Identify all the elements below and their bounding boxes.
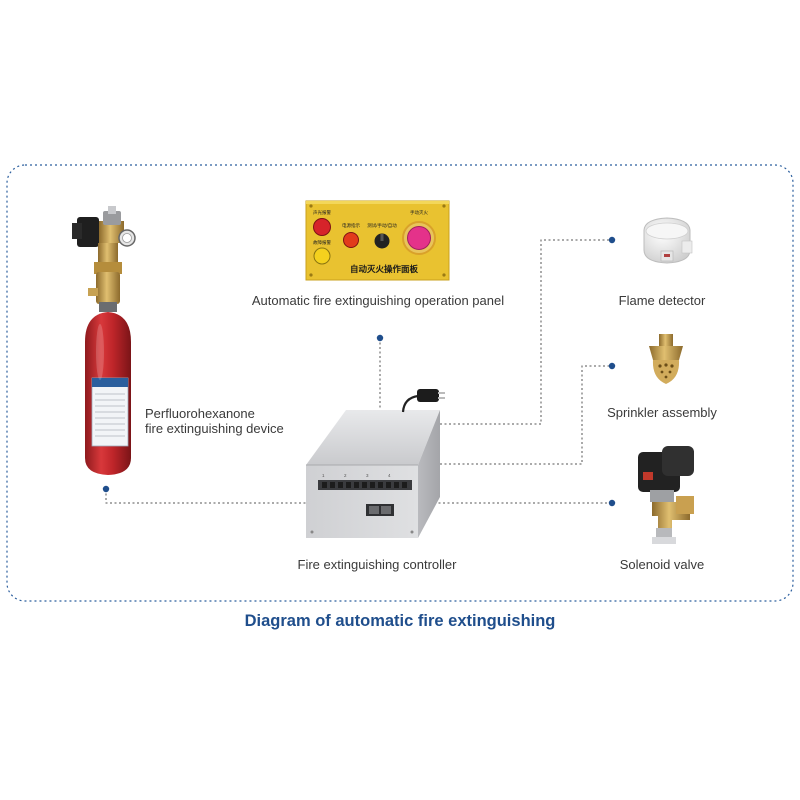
dot-sprinkler xyxy=(608,362,616,370)
sprinkler-head xyxy=(649,334,683,384)
sprinkler-label: Sprinkler assembly xyxy=(607,405,717,420)
connector-flame-detector xyxy=(440,239,612,425)
connector-dots xyxy=(102,236,616,507)
panel-label: Automatic fire extinguishing operation p… xyxy=(252,293,504,308)
panel-tag-mode: 测试/手动/自动 xyxy=(367,222,397,229)
connector-cylinder xyxy=(105,489,612,504)
panel-sign: 自动灭火操作面板 xyxy=(350,264,419,274)
panel-yellow-lamp xyxy=(313,247,331,265)
controller-mark-2: 2 xyxy=(344,473,347,478)
panel-tag-fault-alarm: 故障报警 xyxy=(313,239,331,246)
dot-cylinder xyxy=(102,485,110,493)
plug-icon xyxy=(417,389,445,402)
cylinder-label-line2: fire extinguishing device xyxy=(145,421,284,436)
panel-tag-manual: 手动灭火 xyxy=(410,209,428,216)
solenoid-label: Solenoid valve xyxy=(620,557,705,572)
panel-tag-power: 电源指示 xyxy=(342,222,360,229)
panel-red-lamp xyxy=(313,218,331,236)
flame-detector xyxy=(643,217,693,264)
controller-mark-3: 3 xyxy=(366,473,369,478)
solenoid-valve xyxy=(638,446,694,544)
controller-mark-1: 1 xyxy=(322,473,325,478)
flame-detector-label: Flame detector xyxy=(619,293,706,308)
cylinder-label-line1: Perfluorohexanone xyxy=(145,406,255,421)
diagram-title: Diagram of automatic fire extinguishing xyxy=(244,612,556,630)
operation-panel: 声光报警 故障报警 电源指示 测试/手动/自动 手动灭火 自动灭火操作面板 xyxy=(305,200,450,281)
panel-power-lamp xyxy=(343,232,359,248)
diagram-frame xyxy=(6,164,794,602)
dot-solenoid xyxy=(608,499,616,507)
dot-flame-detector xyxy=(608,236,616,244)
panel-tag-sound-alarm: 声光报警 xyxy=(313,209,331,216)
controller-box: 1 2 3 4 xyxy=(306,389,445,538)
dot-panel xyxy=(376,334,384,342)
connector-lines xyxy=(105,239,612,504)
extinguisher-cylinder xyxy=(72,206,136,475)
connector-sprinkler xyxy=(440,365,612,465)
controller-mark-4: 4 xyxy=(388,473,391,478)
controller-label: Fire extinguishing controller xyxy=(298,557,458,572)
panel-manual-button xyxy=(407,226,431,250)
